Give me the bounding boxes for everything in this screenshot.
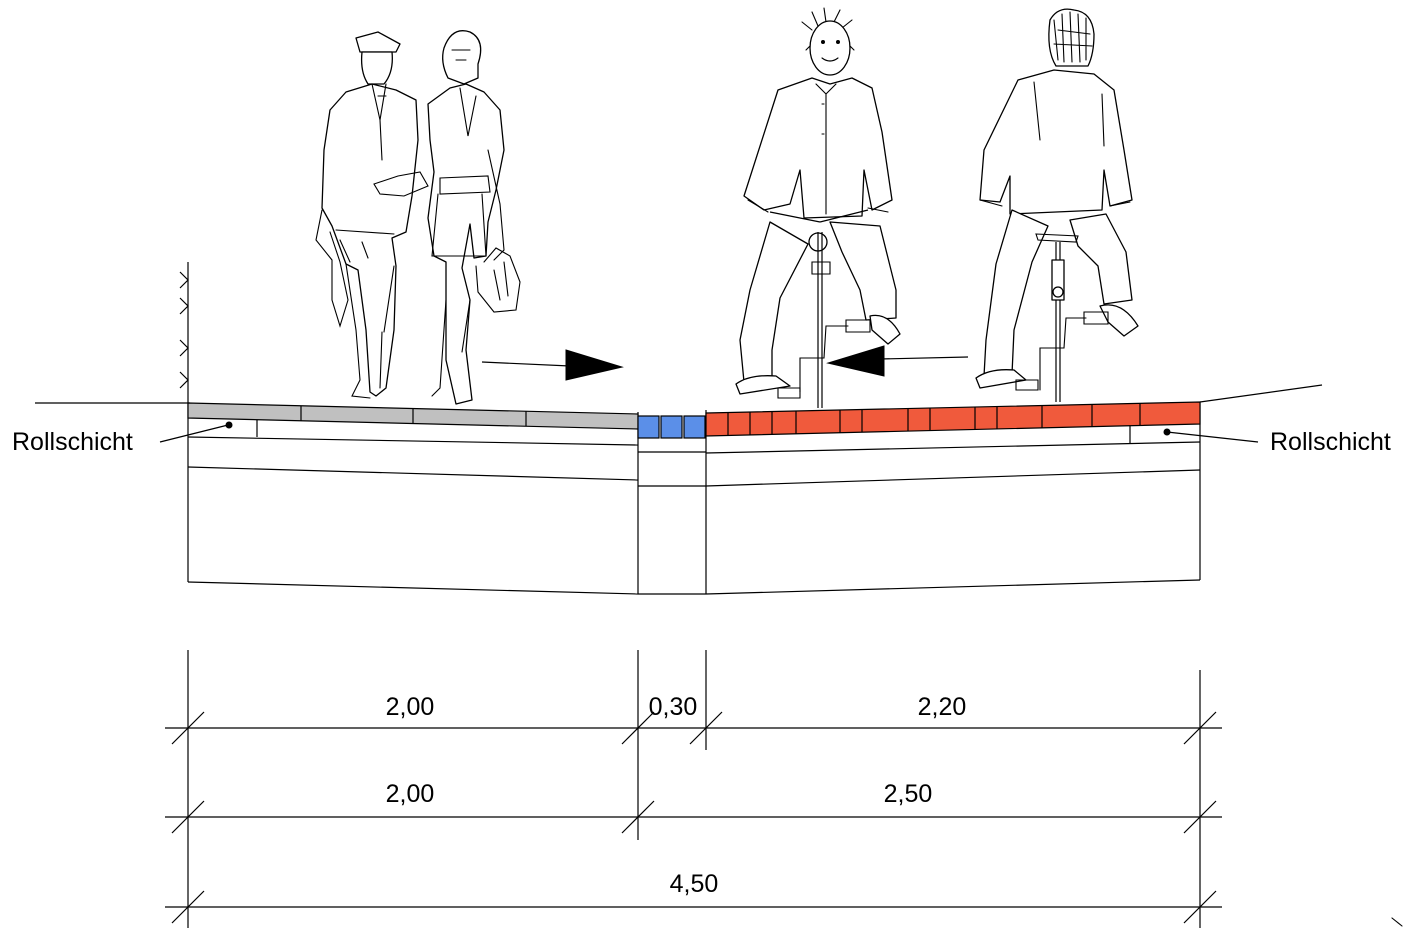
pedestrians-icon [315,30,521,405]
ground-line-right [1199,384,1323,403]
pedestrian-woman [427,30,521,405]
corner-mark [1391,917,1403,927]
rollschicht-label-right: Rollschicht [1163,428,1391,456]
dim-bike-lane-width: 2,20 [918,693,967,721]
rollschicht-dot-right [1163,428,1171,436]
footpath-paving [187,402,639,430]
pedestrian-man [315,31,429,399]
rollschicht-text-right: Rollschicht [1270,428,1391,456]
cyclists-icon [735,7,1139,408]
dim-footpath-width: 2,00 [386,693,435,721]
cyclist-front [735,7,901,408]
dim-overall-width: 4,50 [670,870,719,898]
wall-hatch [179,262,189,403]
cyclist-back [975,8,1139,402]
dim-bike-total: 2,50 [884,780,933,808]
separator-strip [637,415,706,439]
rollschicht-label-left: Rollschicht [12,421,233,456]
rollschicht-dot-left [225,421,233,429]
arrow-right-icon [481,349,624,381]
rollschicht-text-left: Rollschicht [12,428,133,456]
road-cross-section [187,402,1201,595]
bike-lane-paving [705,401,1201,437]
dim-footpath-total: 2,00 [386,780,435,808]
dim-separator-width: 0,30 [649,693,698,721]
dimension-lines [165,650,1222,928]
arrow-left-icon [826,345,969,377]
